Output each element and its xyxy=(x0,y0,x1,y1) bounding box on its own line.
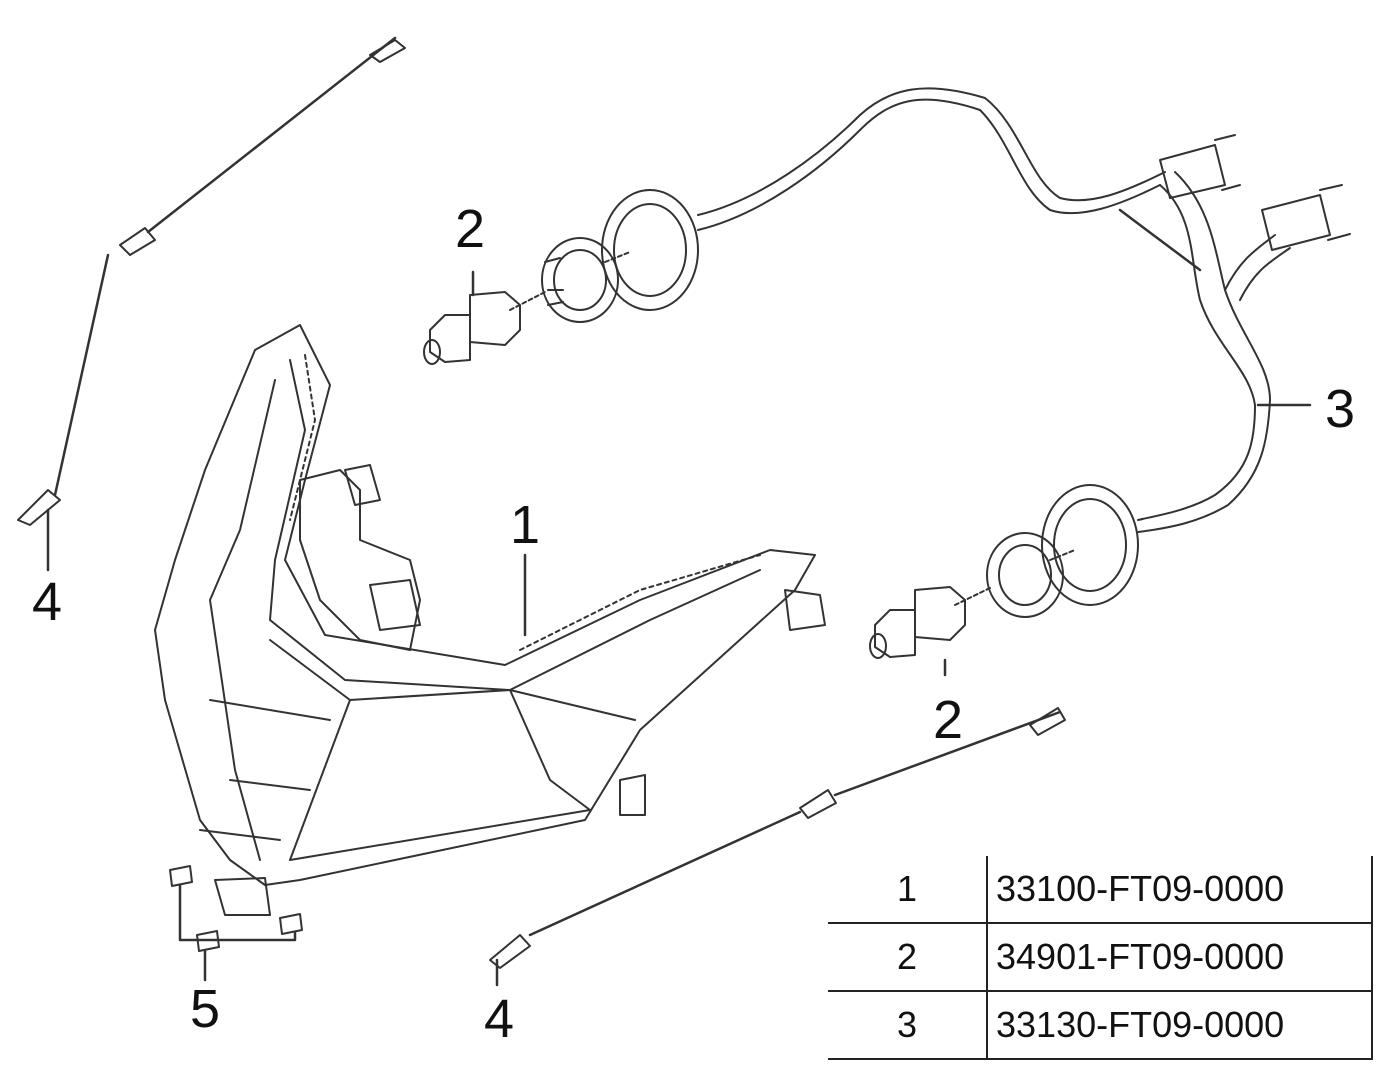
part-code-cell: 33100-FT09-0000 xyxy=(987,856,1373,924)
part-number-cell: 1 xyxy=(828,856,988,924)
part-code-cell: 34901-FT09-0000 xyxy=(987,922,1373,992)
upper-socket-assembly xyxy=(423,189,699,365)
table-row: 2 34901-FT09-0000 xyxy=(828,922,1373,992)
table-row: 3 33130-FT09-0000 xyxy=(828,990,1373,1060)
callout-1: 1 xyxy=(510,495,541,555)
callout-5: 5 xyxy=(190,979,221,1039)
leader-lines xyxy=(46,208,1312,987)
callout-4-lower: 4 xyxy=(484,989,515,1049)
headlight-assembly xyxy=(154,324,826,916)
clip-nut-set xyxy=(169,865,303,952)
upper-screw-set xyxy=(17,36,406,526)
callout-2-upper: 2 xyxy=(455,199,486,259)
part-number-cell: 3 xyxy=(828,990,988,1060)
lower-screw-set xyxy=(489,707,1066,969)
part-code-cell: 33130-FT09-0000 xyxy=(987,990,1373,1060)
lower-socket-assembly xyxy=(869,484,1139,659)
table-row: 1 33100-FT09-0000 xyxy=(828,856,1373,924)
part-number-cell: 2 xyxy=(828,922,988,992)
callout-2-lower: 2 xyxy=(933,690,964,750)
wiring-harness xyxy=(697,87,1351,533)
callout-4-upper: 4 xyxy=(32,572,63,632)
callout-3: 3 xyxy=(1325,379,1356,439)
parts-list-table: 1 33100-FT09-0000 2 34901-FT09-0000 3 33… xyxy=(828,856,1373,1060)
